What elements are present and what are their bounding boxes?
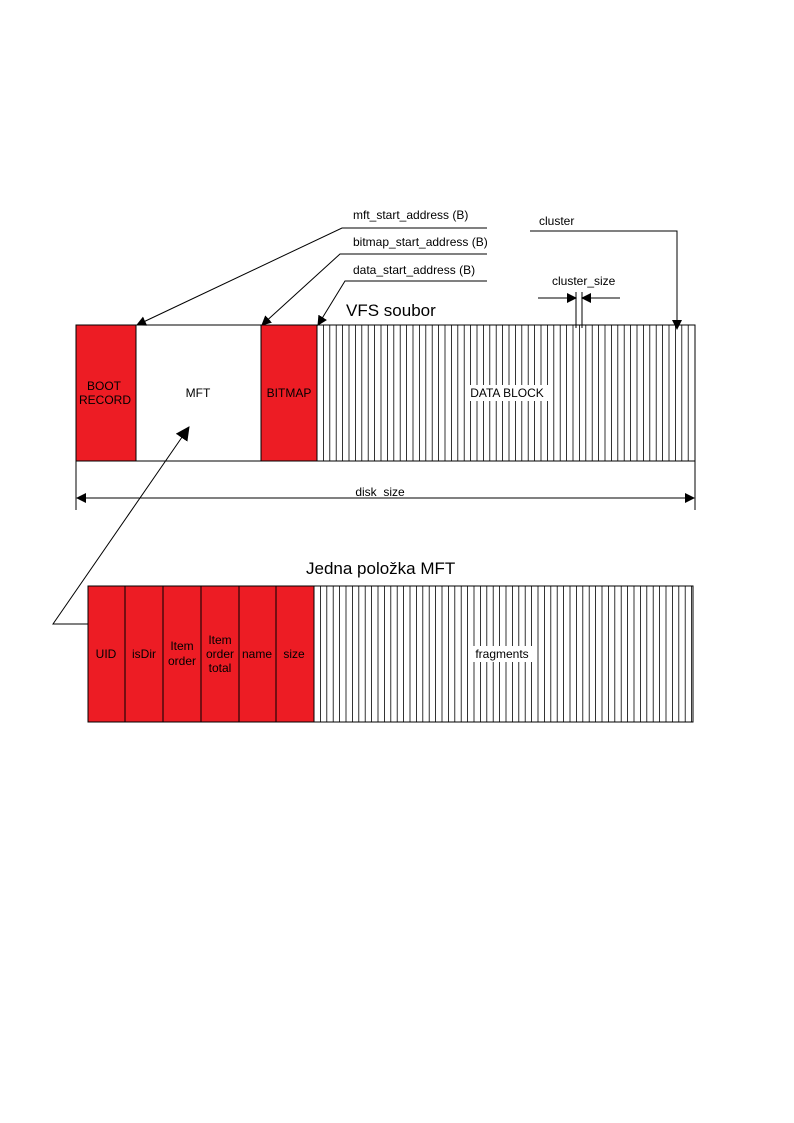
cluster-label: cluster: [539, 214, 574, 228]
data-block-label: DATA BLOCK: [470, 386, 544, 400]
disk-size-label: disk_size: [355, 485, 405, 499]
mft-entry-item-order-total-cell: [200, 585, 240, 723]
bitmap-label: BITMAP: [267, 386, 312, 400]
mft-block: [135, 324, 262, 462]
boot-record-block: [75, 324, 137, 462]
mft-entry-size-cell: [275, 585, 315, 723]
mft-entry-fragment-slots: [319, 586, 692, 722]
mft-entry-item-order-line2: order: [168, 654, 196, 668]
mft-entry-isdir-label: isDir: [132, 647, 156, 661]
boot-record-label-line1: BOOT: [87, 379, 122, 393]
cluster-size-label: cluster_size: [552, 274, 616, 288]
bitmap-block: [260, 324, 318, 462]
mft-entry-uid-cell: [87, 585, 126, 723]
mft-entry-fragments-label-bg: [472, 646, 532, 662]
bitmap-start-address-arrow: [261, 253, 487, 326]
mft-entry-size-label: size: [283, 647, 305, 661]
mft-entry-isdir-cell: [124, 585, 164, 723]
data-start-address-label: data_start_address (B): [353, 263, 475, 277]
mft-start-address-arrow: [136, 227, 487, 326]
mft-label: MFT: [186, 386, 211, 400]
mft-entry-item-order-line1: Item: [170, 639, 193, 653]
boot-record-label-line2: RECORD: [79, 393, 131, 407]
mft-entry-uid-label: UID: [96, 647, 117, 661]
vfs-title: VFS soubor: [346, 301, 436, 320]
mft-entry-title: Jedna položka MFT: [306, 559, 455, 578]
bitmap-start-address-label: bitmap_start_address (B): [353, 235, 488, 249]
mft-start-address-label: mft_start_address (B): [353, 208, 468, 222]
data-block-label-bg: [466, 385, 548, 401]
mft-entry-name-cell: [238, 585, 277, 723]
data-start-address-arrow: [317, 280, 487, 326]
mft-entry-item-order-total-line3: total: [209, 661, 232, 675]
mft-entry-fragments-label: fragments: [475, 647, 528, 661]
mft-entry-item-order-total-line1: Item: [208, 633, 231, 647]
cluster-arrow: [530, 230, 682, 330]
mft-entry-name-label: name: [242, 647, 272, 661]
mft-entry-item-order-cell: [162, 585, 202, 723]
mft-entry-item-order-total-line2: order: [206, 647, 234, 661]
mft-entry-link-arrow: [52, 426, 190, 625]
